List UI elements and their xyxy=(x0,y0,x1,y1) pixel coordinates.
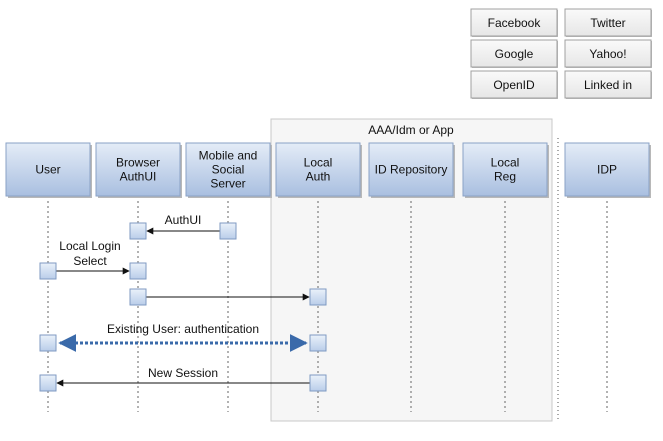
participant-4: ID Repository xyxy=(368,142,455,198)
activation-box xyxy=(129,288,147,306)
participant-header xyxy=(275,142,361,197)
participant-header xyxy=(5,142,91,197)
activations xyxy=(39,222,327,392)
provider-button-face xyxy=(470,8,558,37)
message-label: Existing User: authentication xyxy=(107,322,259,336)
provider-button-face xyxy=(564,8,652,37)
activation-box xyxy=(219,222,237,240)
participant-label: Mobile and xyxy=(199,149,258,163)
provider-button-5[interactable]: Linked in xyxy=(564,70,652,99)
provider-button-0[interactable]: Facebook xyxy=(470,8,558,37)
activation-box xyxy=(129,262,147,280)
group-label: AAA/Idm or App xyxy=(368,123,454,137)
participant-0: User xyxy=(5,142,92,198)
message-label: Local Login xyxy=(59,239,120,253)
activation-box xyxy=(309,334,327,352)
participant-label: Local xyxy=(304,156,333,170)
provider-button-face xyxy=(470,39,558,68)
provider-button-label: OpenID xyxy=(493,78,535,92)
message-4: New Session xyxy=(56,366,310,387)
activation-box xyxy=(309,288,327,306)
participant-label: Server xyxy=(210,177,245,191)
message-label: Select xyxy=(73,254,107,268)
activation-box xyxy=(39,334,57,352)
provider-button-2[interactable]: Google xyxy=(470,39,558,68)
activation-box xyxy=(39,374,57,392)
provider-button-4[interactable]: OpenID xyxy=(470,70,558,99)
provider-button-label: Yahoo! xyxy=(589,47,626,61)
provider-button-1[interactable]: Twitter xyxy=(564,8,652,37)
message-label: New Session xyxy=(148,366,218,380)
participant-header xyxy=(564,142,650,197)
participant-header xyxy=(95,142,181,197)
provider-button-3[interactable]: Yahoo! xyxy=(564,39,652,68)
activation-box xyxy=(129,222,147,240)
provider-button-label: Twitter xyxy=(590,16,625,30)
message-label: AuthUI xyxy=(165,213,202,227)
provider-button-label: Facebook xyxy=(488,16,542,30)
participant-label: Auth xyxy=(306,170,331,184)
participant-6: IDP xyxy=(564,142,651,198)
participant-header xyxy=(462,142,548,197)
provider-button-face xyxy=(564,39,652,68)
provider-button-label: Linked in xyxy=(584,78,632,92)
participant-label: User xyxy=(35,163,60,177)
provider-button-face xyxy=(470,70,558,99)
participant-label: Reg xyxy=(494,170,516,184)
participant-header xyxy=(185,142,271,197)
participant-label: Local xyxy=(491,156,520,170)
participant-label: AuthUI xyxy=(120,170,157,184)
participant-label: ID Repository xyxy=(375,163,448,177)
provider-button-face xyxy=(564,70,652,99)
participant-label: Browser xyxy=(116,156,160,170)
activation-box xyxy=(309,374,327,392)
participant-label: IDP xyxy=(597,163,617,177)
message-0: AuthUI xyxy=(146,213,220,235)
message-3: Existing User: authentication xyxy=(58,322,308,352)
participant-label: Social xyxy=(212,163,245,177)
activation-box xyxy=(39,262,57,280)
participant-header xyxy=(368,142,454,197)
provider-button-label: Google xyxy=(495,47,534,61)
